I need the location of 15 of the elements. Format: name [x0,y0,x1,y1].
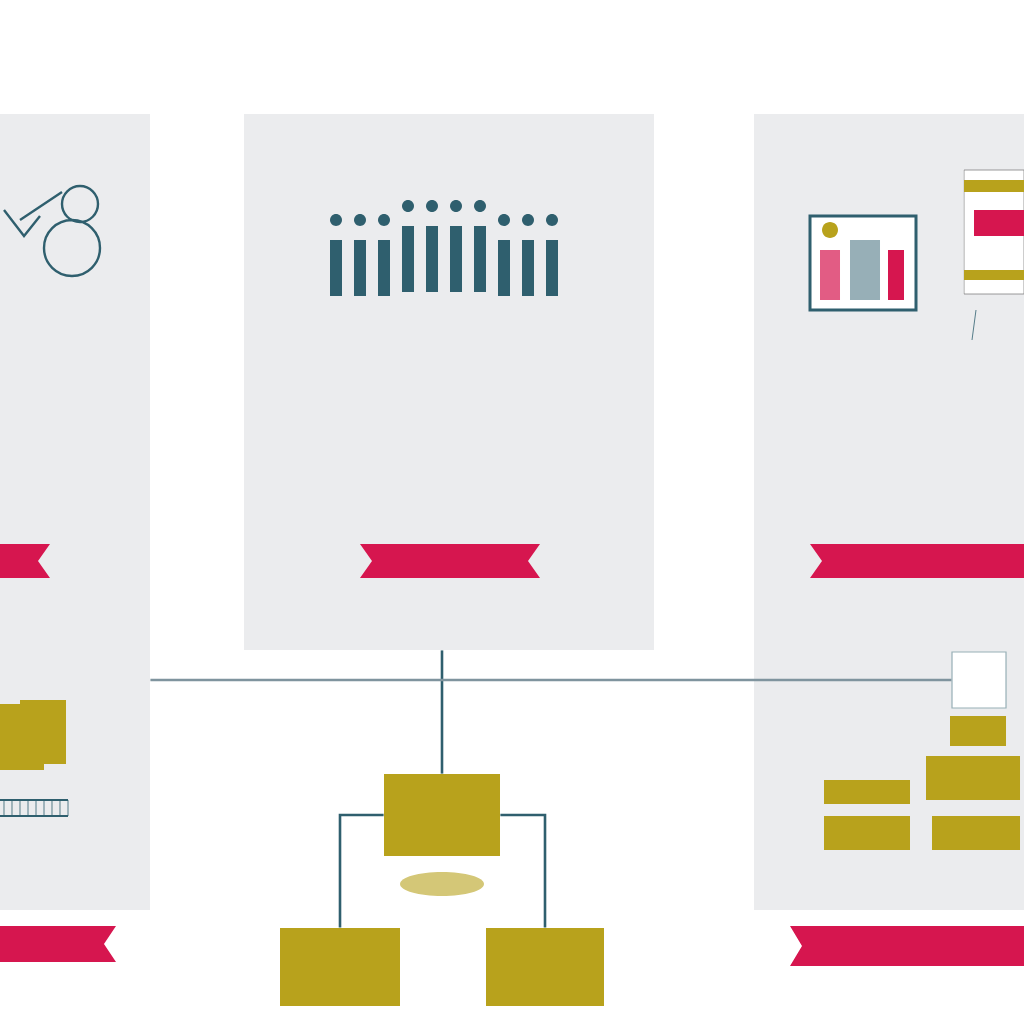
process-box [384,774,500,856]
panel-card [0,114,150,910]
connector-line [440,650,444,774]
process-box [280,928,400,1006]
small-box [951,651,1007,709]
ribbon-banner [0,926,116,962]
connector-line [338,813,384,928]
ribbon-banner [360,544,540,578]
ribbon-banner [0,544,50,578]
ribbon-banner [810,544,1024,578]
connector-line [150,678,952,682]
panel-card [244,114,654,650]
process-box [486,928,604,1006]
connector-line [500,813,547,928]
ribbon-banner [790,926,1024,966]
